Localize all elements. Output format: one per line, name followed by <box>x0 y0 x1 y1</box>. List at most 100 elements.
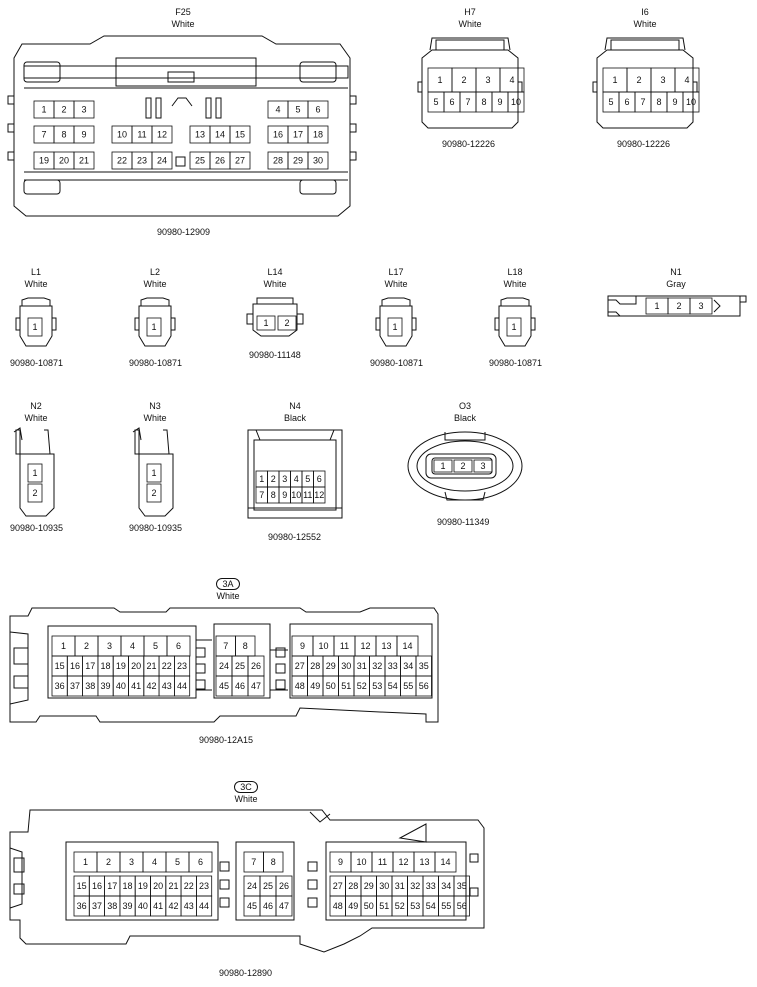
pin-cell: 1 <box>27 317 43 337</box>
part-number: 90980-12890 <box>219 968 273 978</box>
pin-cell: 54 <box>422 895 439 917</box>
pin-number: 9 <box>338 857 343 867</box>
connector-code: F25 <box>175 7 191 17</box>
pin-cell: 13 <box>413 851 436 873</box>
pin-cell: 18 <box>97 655 114 677</box>
pin-cell: 11 <box>333 635 356 657</box>
pin-cell: 55 <box>400 675 417 697</box>
pin-cell: 1 <box>27 463 43 483</box>
pin-number: 9 <box>81 130 86 140</box>
connector-outline <box>275 663 286 674</box>
pin-cell: 2 <box>267 470 280 488</box>
pin-cell: 39 <box>97 675 114 697</box>
pin-cell: 6 <box>313 470 326 488</box>
pin-number: 21 <box>146 661 156 671</box>
connector-outline <box>134 317 140 331</box>
connector-outline <box>205 97 212 119</box>
pin-number: 26 <box>251 661 261 671</box>
part-number: 90980-10871 <box>10 358 64 368</box>
pin-number: 46 <box>263 901 273 911</box>
pin-number: 38 <box>85 681 95 691</box>
pin-number: 19 <box>138 881 148 891</box>
pin-cell: 41 <box>150 895 167 917</box>
pin-number: 7 <box>640 97 645 107</box>
pin-cell: 42 <box>143 675 160 697</box>
pin-number: 56 <box>457 901 467 911</box>
connector-code: L18 <box>507 267 523 277</box>
pin-cell: 35 <box>453 875 470 897</box>
pin-number: 44 <box>177 681 187 691</box>
pin-cell: 32 <box>407 875 424 897</box>
connector-outline <box>469 853 479 863</box>
connector-outline <box>494 317 500 331</box>
pin-number: 48 <box>295 681 305 691</box>
pin-number: 27 <box>295 661 305 671</box>
pin-cell: 7 <box>459 91 477 113</box>
pin-cell: 49 <box>345 895 362 917</box>
pin-number: 28 <box>310 661 320 671</box>
connector-outline <box>275 647 286 658</box>
pin-cell: 18 <box>119 875 136 897</box>
pin-cell: 30 <box>376 875 393 897</box>
pin-number: 5 <box>433 97 438 107</box>
pin-cell: 2 <box>667 297 691 315</box>
pin-cell: 8 <box>235 635 256 657</box>
pin-cell: 30 <box>338 655 355 677</box>
pin-cell: 2 <box>96 851 121 873</box>
pin-number: 36 <box>77 901 87 911</box>
connector-outline <box>425 453 497 479</box>
pin-cell: 9 <box>278 486 291 504</box>
pin-number: 27 <box>333 881 343 891</box>
pin-number: 17 <box>85 661 95 671</box>
pin-cell: 8 <box>53 125 75 144</box>
pin-cell: 31 <box>353 655 370 677</box>
pin-cell: 47 <box>247 675 265 697</box>
pin-number: 30 <box>379 881 389 891</box>
connector-outline <box>15 429 21 455</box>
pin-number: 41 <box>153 901 163 911</box>
pin-number: 32 <box>372 661 382 671</box>
pin-number: 18 <box>313 130 323 140</box>
pin-cell: 29 <box>287 151 309 170</box>
pin-cell: 28 <box>307 655 324 677</box>
pin-number: 46 <box>235 681 245 691</box>
connector-outline <box>607 295 741 317</box>
pin-cell: 5 <box>143 635 168 657</box>
connector-outline <box>604 37 686 51</box>
pin-cell: 32 <box>369 655 386 677</box>
connector-outline <box>299 61 337 83</box>
pin-number: 3 <box>485 75 490 85</box>
pin-cell: 55 <box>438 895 455 917</box>
connector-outline <box>299 179 337 195</box>
connector-code: L2 <box>149 267 160 277</box>
connector-code: I6 <box>641 7 649 17</box>
connector-outline <box>9 809 485 953</box>
pin-number: 16 <box>273 130 283 140</box>
connector-outline <box>256 297 294 304</box>
pin-number: 10 <box>511 97 521 107</box>
pin-cell: 5 <box>301 470 314 488</box>
connector-color: White <box>143 413 167 423</box>
pin-cell: 22 <box>158 655 175 677</box>
pin-cell: 8 <box>267 486 280 504</box>
pin-cell: 3 <box>475 67 501 93</box>
pin-cell: 20 <box>128 655 145 677</box>
connector-outline <box>498 305 532 347</box>
pin-number: 13 <box>419 857 429 867</box>
connector-outline <box>517 81 523 93</box>
pin-number: 24 <box>219 661 229 671</box>
pin-number: 55 <box>403 681 413 691</box>
pin-cell: 14 <box>209 125 231 144</box>
pin-number: 2 <box>271 474 276 484</box>
pin-cell: 4 <box>674 67 700 93</box>
pin-number: 3 <box>660 75 665 85</box>
pin-number: 29 <box>293 156 303 166</box>
pin-number: 3 <box>698 301 703 311</box>
part-number: 90980-12552 <box>268 532 322 542</box>
pin-cell: 10 <box>507 91 525 113</box>
pin-number: 7 <box>223 641 228 651</box>
pin-number: 18 <box>101 661 111 671</box>
